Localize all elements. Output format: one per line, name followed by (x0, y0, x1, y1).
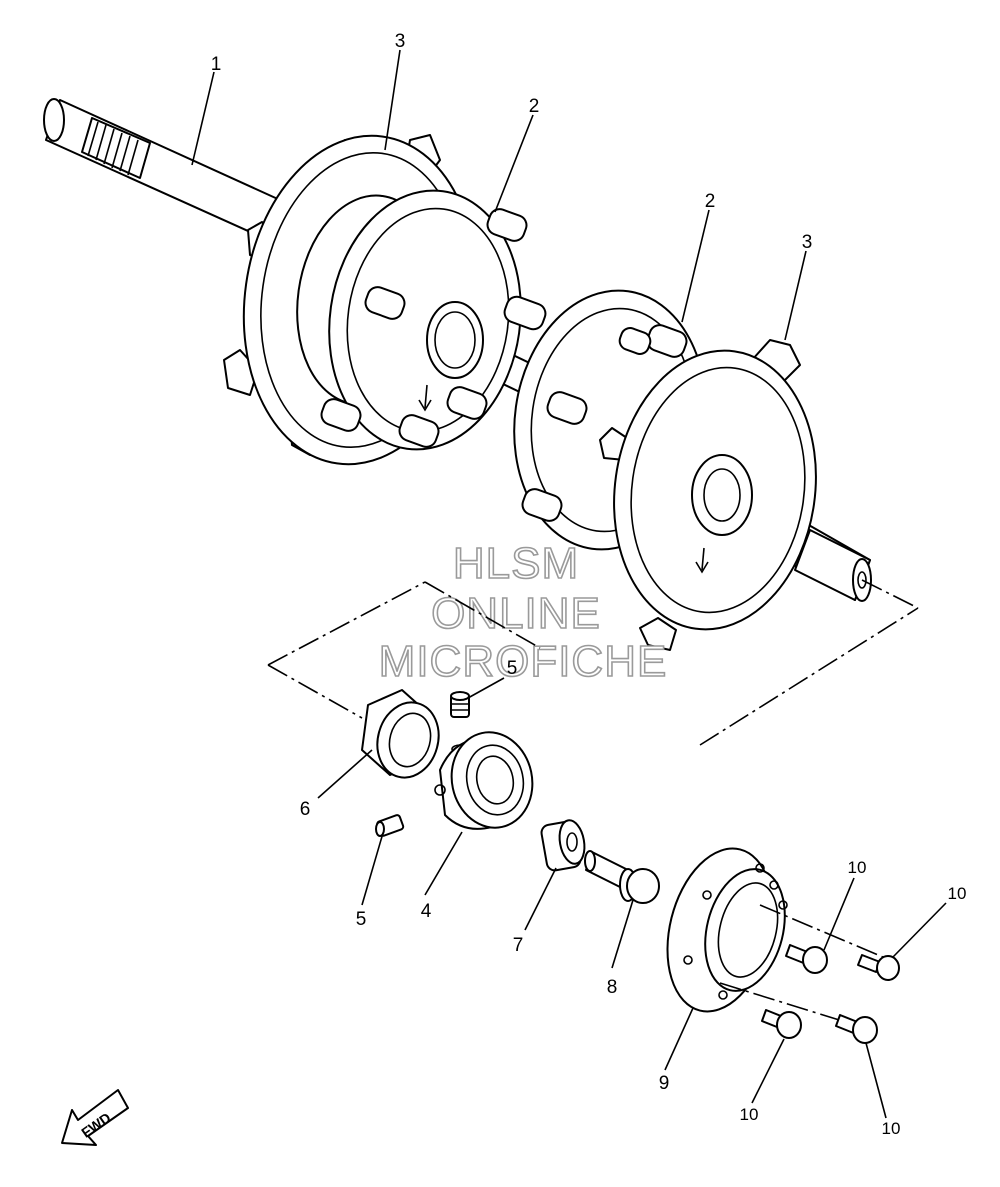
callout-9: 9 (659, 1073, 670, 1094)
callout-3-left: 3 (395, 31, 406, 52)
leader-lines (191, 49, 947, 1119)
callout-labels: 1 3 2 2 3 5 6 5 4 7 8 9 10 10 10 10 (211, 31, 967, 1138)
dowel-pin-upper (450, 691, 470, 718)
bearing-flange (666, 847, 788, 1013)
callout-6: 6 (300, 799, 311, 820)
callout-1: 1 (211, 54, 222, 75)
callout-10-b: 10 (948, 884, 967, 903)
sprocket-right (599, 339, 817, 651)
callout-10-c: 10 (740, 1105, 759, 1124)
watermark: HLSM ONLINE MICROFICHE (378, 538, 668, 687)
fwd-arrow-icon: FWD (61, 1089, 129, 1146)
callout-2-left: 2 (529, 96, 540, 117)
callout-7: 7 (513, 935, 524, 956)
needle-bearing (540, 819, 586, 872)
bearing (434, 731, 534, 830)
flange-bolt (584, 850, 660, 904)
watermark-line-1: HLSM (453, 539, 579, 588)
callout-5-lower: 5 (356, 909, 367, 930)
bearing-housing (361, 689, 440, 779)
watermark-line-2: ONLINE (431, 589, 601, 638)
dowel-pin-lower (375, 814, 405, 837)
sprocket-wheel-left (320, 189, 547, 451)
callout-4: 4 (421, 901, 432, 922)
callout-3-right: 3 (802, 232, 813, 253)
assembly-plane (267, 579, 919, 746)
callout-2-right: 2 (705, 191, 716, 212)
callout-5-upper: 5 (507, 658, 518, 679)
callout-10-a: 10 (848, 858, 867, 877)
flange-bolts (719, 904, 900, 1044)
callout-10-d: 10 (882, 1119, 901, 1138)
watermark-line-3: MICROFICHE (379, 637, 668, 686)
callout-8: 8 (607, 977, 618, 998)
